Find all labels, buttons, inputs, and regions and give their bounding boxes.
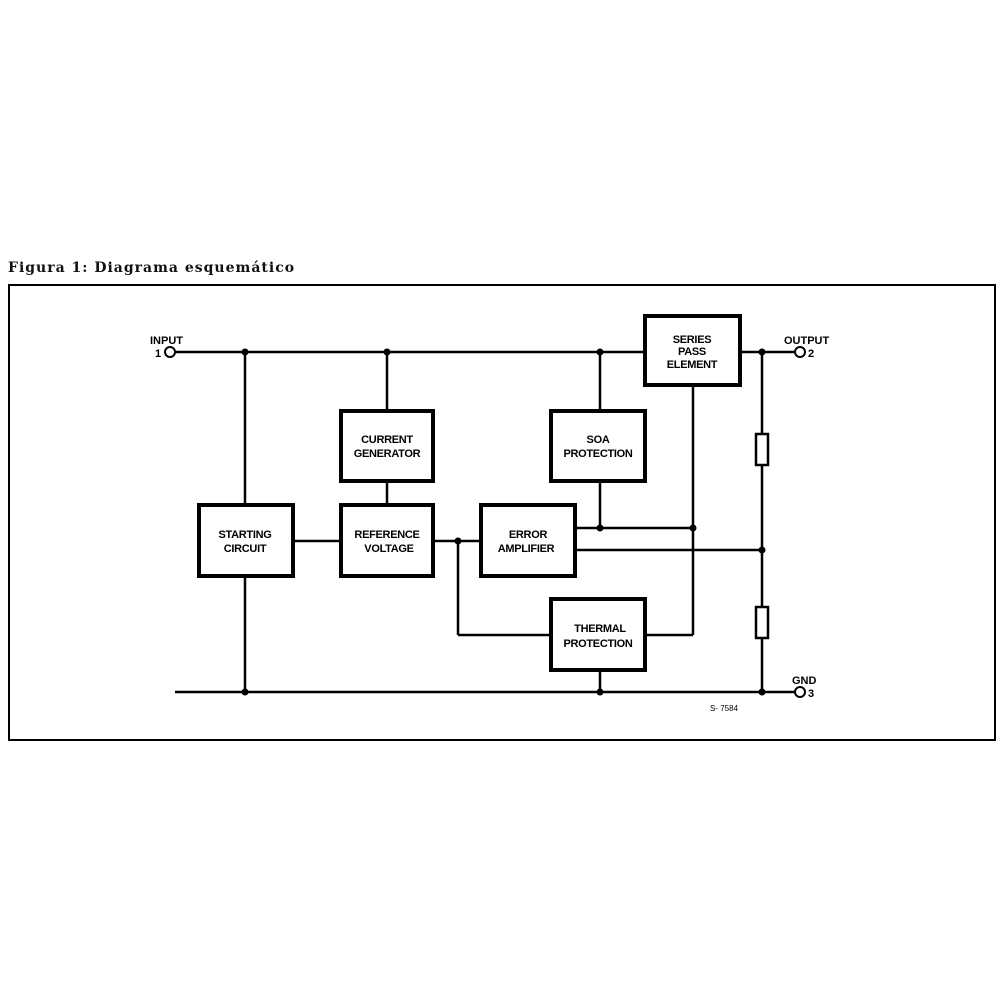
svg-text:AMPLIFIER: AMPLIFIER xyxy=(498,543,555,555)
junction-dots xyxy=(241,348,766,696)
figure-caption: Figura 1: Diagrama esquemático xyxy=(8,260,296,276)
block-soa-protection: SOA PROTECTION xyxy=(549,409,647,483)
svg-text:3: 3 xyxy=(808,688,814,700)
svg-text:INPUT: INPUT xyxy=(150,335,183,347)
block-reference-voltage: REFERENCE VOLTAGE xyxy=(339,503,435,578)
svg-text:THERMAL: THERMAL xyxy=(574,623,626,635)
block-series-pass-element: SERIES PASS ELEMENT xyxy=(643,314,742,387)
svg-text:PASS: PASS xyxy=(678,346,706,358)
figure-frame xyxy=(8,284,996,741)
svg-text:REFERENCE: REFERENCE xyxy=(354,529,419,541)
svg-text:SOA: SOA xyxy=(587,434,610,446)
svg-text:PROTECTION: PROTECTION xyxy=(563,448,632,460)
svg-text:GENERATOR: GENERATOR xyxy=(354,448,421,460)
pin-input: INPUT 1 xyxy=(150,335,183,360)
resistor-upper xyxy=(754,432,770,467)
block-error-amplifier: ERROR AMPLIFIER xyxy=(479,503,577,578)
block-starting-circuit: STARTING CIRCUIT xyxy=(197,503,295,578)
svg-text:1: 1 xyxy=(155,348,161,360)
drawing-code: S- 7584 xyxy=(710,704,739,713)
svg-text:2: 2 xyxy=(808,348,814,360)
svg-text:ERROR: ERROR xyxy=(509,529,548,541)
svg-text:GND: GND xyxy=(792,675,817,687)
svg-text:SERIES: SERIES xyxy=(673,334,712,346)
block-current-generator: CURRENT GENERATOR xyxy=(339,409,435,483)
block-thermal-protection: THERMAL PROTECTION xyxy=(549,597,647,672)
svg-text:ELEMENT: ELEMENT xyxy=(667,359,718,371)
svg-text:VOLTAGE: VOLTAGE xyxy=(364,543,413,555)
svg-text:PROTECTION: PROTECTION xyxy=(563,638,632,650)
pin-output: OUTPUT 2 xyxy=(784,335,830,360)
svg-text:OUTPUT: OUTPUT xyxy=(784,335,830,347)
svg-text:CIRCUIT: CIRCUIT xyxy=(224,543,267,555)
svg-text:STARTING: STARTING xyxy=(218,529,271,541)
pin-gnd: GND 3 xyxy=(792,675,817,700)
resistor-lower xyxy=(754,605,770,640)
svg-text:CURRENT: CURRENT xyxy=(361,434,413,446)
